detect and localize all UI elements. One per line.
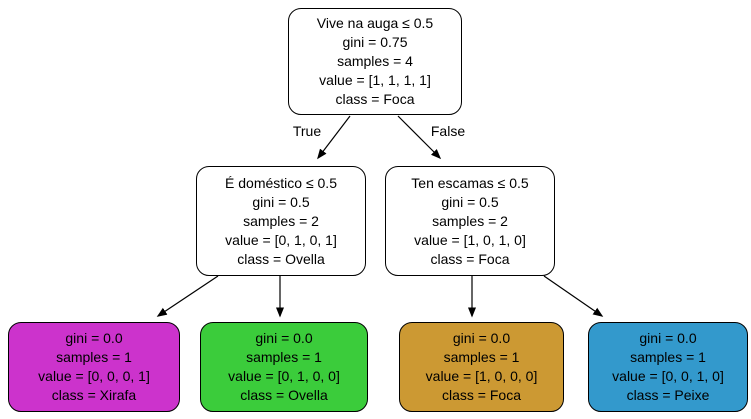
node-gini: gini = 0.0 <box>452 330 511 346</box>
tree-leaf-peixe: gini = 0.0 samples = 1 value = [0, 0, 1,… <box>588 322 748 412</box>
node-value: value = [0, 1, 0, 0] <box>228 368 340 384</box>
node-gini: gini = 0.5 <box>252 193 310 210</box>
node-samples: samples = 1 <box>56 349 132 365</box>
tree-leaf-foca: gini = 0.0 samples = 1 value = [1, 0, 0,… <box>399 322 564 412</box>
node-samples: samples = 2 <box>243 212 319 229</box>
node-value: value = [0, 0, 0, 1] <box>38 368 150 384</box>
node-samples: samples = 4 <box>337 53 413 69</box>
edge-label-true: True <box>292 123 322 139</box>
node-samples: samples = 2 <box>432 212 508 229</box>
node-value: value = [0, 0, 1, 0] <box>612 368 724 384</box>
node-class: class = Ovella <box>237 250 325 267</box>
node-class: class = Xirafa <box>51 387 137 403</box>
node-samples: samples = 1 <box>443 349 520 365</box>
node-gini: gini = 0.0 <box>639 330 697 346</box>
edge-label-false: False <box>430 123 466 139</box>
node-gini: gini = 0.5 <box>441 193 499 210</box>
node-value: value = [1, 0, 1, 0] <box>414 231 526 248</box>
node-gini: gini = 0.0 <box>65 330 123 346</box>
edge-left-xirafa <box>156 275 219 317</box>
edge-root-true <box>317 115 351 160</box>
node-gini: gini = 0.0 <box>255 330 313 346</box>
node-class: class = Peixe <box>626 387 710 403</box>
edge-right-peixe <box>543 275 604 317</box>
node-class: class = Ovella <box>240 387 328 403</box>
node-class: class = Foca <box>335 91 415 107</box>
tree-leaf-xirafa: gini = 0.0 samples = 1 value = [0, 0, 0,… <box>8 322 180 412</box>
node-samples: samples = 1 <box>630 349 706 365</box>
node-value: value = [1, 0, 0, 0] <box>425 368 538 384</box>
tree-node-root: Vive na auga ≤ 0.5 gini = 0.75 samples =… <box>288 8 462 115</box>
node-class: class = Foca <box>442 387 521 403</box>
tree-leaf-ovella: gini = 0.0 samples = 1 value = [0, 1, 0,… <box>200 322 368 412</box>
node-condition: É doméstico ≤ 0.5 <box>225 174 337 191</box>
node-value: value = [0, 1, 0, 1] <box>225 231 337 248</box>
node-condition: Ten escamas ≤ 0.5 <box>411 174 529 191</box>
node-gini: gini = 0.75 <box>342 34 408 50</box>
tree-node-escamas: Ten escamas ≤ 0.5 gini = 0.5 samples = 2… <box>385 166 555 276</box>
node-value: value = [1, 1, 1, 1] <box>319 72 431 88</box>
node-class: class = Foca <box>430 250 510 267</box>
tree-node-domestico: É doméstico ≤ 0.5 gini = 0.5 samples = 2… <box>196 166 366 276</box>
node-samples: samples = 1 <box>246 349 322 365</box>
node-condition: Vive na auga ≤ 0.5 <box>316 15 434 31</box>
